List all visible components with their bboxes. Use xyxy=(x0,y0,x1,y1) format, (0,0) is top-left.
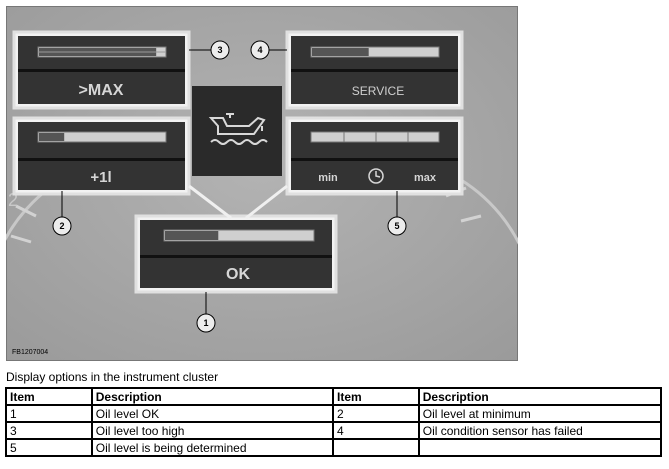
panel-oil-determining: min max xyxy=(285,116,464,196)
table-row: 3 Oil level too high 4 Oil condition sen… xyxy=(5,421,663,440)
figure-code: FB1207004 xyxy=(12,349,48,356)
table-cell: Oil condition sensor has failed xyxy=(417,421,663,440)
table-cell: Oil level is being determined xyxy=(90,438,334,457)
oil-level-bar-track xyxy=(163,229,315,242)
instrument-cluster-figure: 2 >MAX SERVICE +1l xyxy=(6,6,518,361)
table-cell: 1 xyxy=(5,404,93,423)
panel-label: SERVICE xyxy=(352,84,404,98)
table-cell: 2 xyxy=(331,404,420,423)
gauge-scale-numeral: 2 xyxy=(8,190,18,210)
header-item: Item xyxy=(331,387,420,406)
oil-level-bar-fill xyxy=(165,231,219,240)
table-row: 5 Oil level is being determined xyxy=(5,438,663,457)
panel-label: +1l xyxy=(90,169,111,186)
svg-text:3: 3 xyxy=(217,45,222,55)
callout-3: 3 xyxy=(210,40,230,60)
svg-text:5: 5 xyxy=(394,221,399,231)
svg-text:4: 4 xyxy=(257,45,262,55)
panel-label-min: min xyxy=(318,172,338,184)
table-row: 1 Oil level OK 2 Oil level at minimum xyxy=(5,404,663,423)
table-header-row: Item Description Item Description xyxy=(5,387,663,406)
panel-label-max: max xyxy=(414,172,437,184)
table-cell: Oil level too high xyxy=(90,421,334,440)
table-cell: Oil level OK xyxy=(90,404,334,423)
oil-level-bar-fill xyxy=(312,48,369,56)
clock-icon xyxy=(368,168,384,184)
panel-label: OK xyxy=(226,266,250,283)
table-cell: Oil level at minimum xyxy=(417,404,663,423)
panel-oil-minimum: +1l xyxy=(12,116,191,196)
header-item: Item xyxy=(5,387,93,406)
oil-level-bar-fill xyxy=(39,133,65,141)
connector-lines xyxy=(188,184,288,220)
callout-2: 2 xyxy=(52,216,72,236)
panel-oil-too-high: >MAX xyxy=(12,30,191,110)
callout-5: 5 xyxy=(387,216,407,236)
panel-sensor-failed: SERVICE xyxy=(285,30,464,110)
legend-table: Item Description Item Description 1 Oil … xyxy=(5,387,663,457)
table-cell xyxy=(417,438,663,457)
header-description: Description xyxy=(90,387,334,406)
oil-level-bar-track xyxy=(310,131,440,143)
panel-oil-ok: OK xyxy=(134,214,338,294)
callout-1: 1 xyxy=(196,313,216,333)
table-cell: 4 xyxy=(331,421,420,440)
oil-level-bar-track xyxy=(37,131,167,143)
table-cell: 3 xyxy=(5,421,93,440)
svg-text:1: 1 xyxy=(203,318,208,328)
oil-warning-block xyxy=(192,86,282,176)
header-description: Description xyxy=(417,387,663,406)
figure-caption: Display options in the instrument cluste… xyxy=(6,370,219,384)
oil-level-bar-track xyxy=(310,46,440,58)
oil-can-icon xyxy=(208,113,268,145)
table-cell: 5 xyxy=(5,438,93,457)
callout-4: 4 xyxy=(250,40,270,60)
table-cell xyxy=(331,438,420,457)
panel-label: >MAX xyxy=(79,82,124,99)
callout-leaders xyxy=(61,49,398,314)
svg-text:2: 2 xyxy=(59,221,64,231)
